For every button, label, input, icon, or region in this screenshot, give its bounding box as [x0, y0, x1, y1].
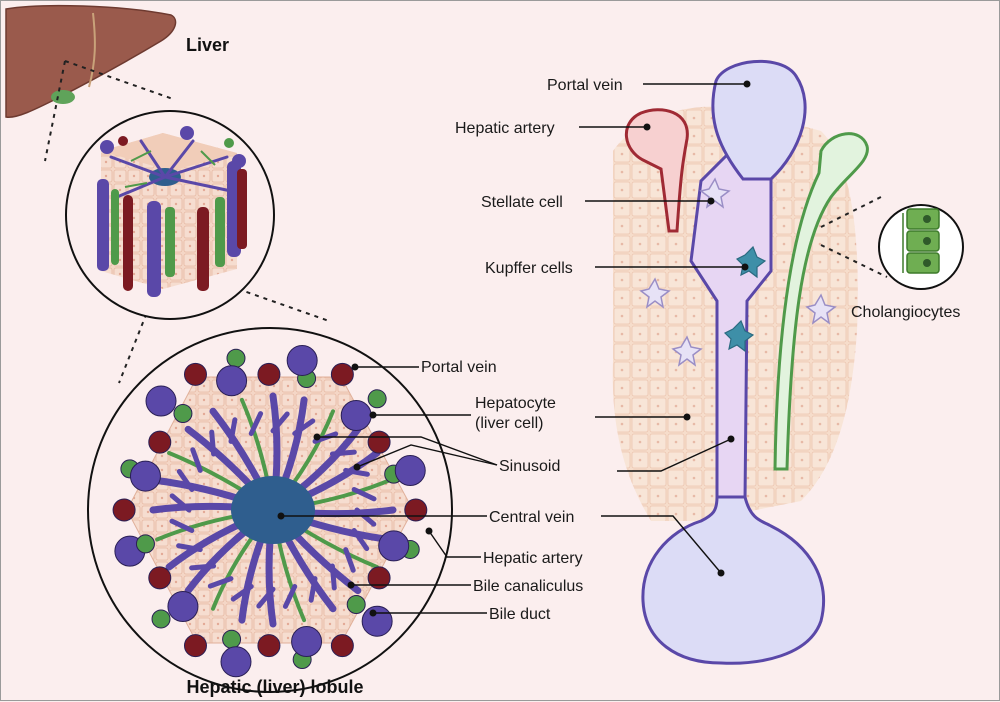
sinusoid-sub-branch — [270, 411, 290, 434]
portal-triad-vessel — [330, 362, 354, 386]
sinusoid-sub-branch — [189, 563, 217, 571]
portal-triad-vessel — [145, 385, 177, 417]
label-cholangiocytes: Cholangiocytes — [851, 304, 960, 321]
portal-triad-vessel — [367, 566, 391, 590]
label-portal-vein-lobule: Portal vein — [421, 359, 497, 376]
liver-title: Liver — [186, 35, 229, 55]
label-hepatocyte: Hepatocyte — [475, 395, 556, 412]
sinusoid-sub-branch — [308, 576, 318, 603]
portal-triad-vessel — [346, 595, 366, 615]
sinusoid-sub-branch — [343, 547, 356, 573]
label-central-vein: Central vein — [489, 509, 574, 526]
sinusoid-sub-branch — [176, 543, 203, 553]
portal-triad-vessel — [330, 634, 354, 658]
label-stellate-cell: Stellate cell — [481, 194, 563, 211]
portal-triad-vessel — [216, 365, 248, 397]
portal-triad-vessel — [394, 455, 426, 487]
label-hepatic-artery-detail: Hepatic artery — [455, 120, 555, 137]
sinusoid-sub-branch — [228, 417, 238, 444]
sinusoid-sub-branch — [329, 449, 357, 457]
portal-triad-vessel — [257, 362, 281, 386]
portal-triad-vessel — [286, 344, 318, 376]
label-hepatocyte-sub: (liver cell) — [475, 415, 543, 432]
sinusoid-sub-branch — [354, 507, 377, 527]
portal-triad-vessel — [151, 609, 171, 629]
detail-leader-lines — [579, 80, 751, 577]
label-kupffer-cells: Kupffer cells — [485, 260, 573, 277]
portal-triad-vessel — [226, 348, 246, 368]
label-hepatic-artery-lobule: Hepatic artery — [483, 550, 583, 567]
lobule-cross-section — [87, 327, 453, 693]
sinusoid-sub-branch — [209, 429, 217, 457]
label-bile-duct: Bile duct — [489, 606, 551, 623]
portal-triad-vessel — [173, 404, 193, 424]
label-bile-canaliculus: Bile canaliculus — [473, 578, 583, 595]
portal-triad-vessel — [167, 590, 199, 622]
sinusoid-detail-view — [612, 59, 964, 665]
portal-triad-vessel — [367, 389, 387, 409]
portal-triad-vessel — [220, 646, 252, 678]
portal-triad-vessel — [367, 430, 391, 454]
portal-triad-vessel — [257, 634, 281, 658]
portal-triad-vessel — [378, 530, 410, 562]
sinusoid-sub-branch — [329, 563, 337, 591]
sinusoid-sub-branch — [230, 584, 254, 602]
portal-triad-vessel — [135, 534, 155, 554]
label-sinusoid: Sinusoid — [499, 458, 560, 475]
sinusoid-sub-branch — [176, 468, 195, 493]
portal-triad-vessel — [148, 566, 172, 590]
lobule-title: Hepatic (liver) lobule — [186, 677, 363, 697]
sinusoid-sub-branch — [190, 447, 203, 473]
portal-triad-vessel — [148, 430, 172, 454]
portal-triad-vessel — [361, 605, 393, 637]
portal-triad-vessel — [404, 498, 428, 522]
portal-triad-vessel — [129, 460, 161, 492]
lobule-leader-lines — [277, 363, 498, 617]
sinusoid-sub-branch — [248, 411, 264, 436]
sinusoid-sub-branch — [343, 467, 370, 477]
sinusoid-sub-branch — [256, 586, 276, 609]
lobule-3d-view — [65, 110, 275, 320]
portal-triad-vessel — [112, 498, 136, 522]
sinusoid-sub-branch — [292, 418, 316, 436]
portal-triad-vessel — [183, 634, 207, 658]
sinusoid-sub-branch — [169, 518, 195, 533]
sinusoid-sub-branch — [282, 584, 298, 609]
portal-triad-vessel — [291, 626, 323, 658]
portal-triad-vessel — [340, 399, 372, 431]
label-portal-vein-detail: Portal vein — [547, 77, 623, 94]
sinusoid-sub-branch — [351, 487, 377, 502]
sinusoid-sub-branch — [207, 576, 234, 589]
sinusoid-sub-branch — [351, 527, 370, 552]
sinusoid-sub-branch — [169, 493, 192, 513]
portal-triad-vessel — [222, 629, 242, 649]
liver-organ-illustration — [5, 4, 177, 118]
portal-triad-vessel — [183, 362, 207, 386]
